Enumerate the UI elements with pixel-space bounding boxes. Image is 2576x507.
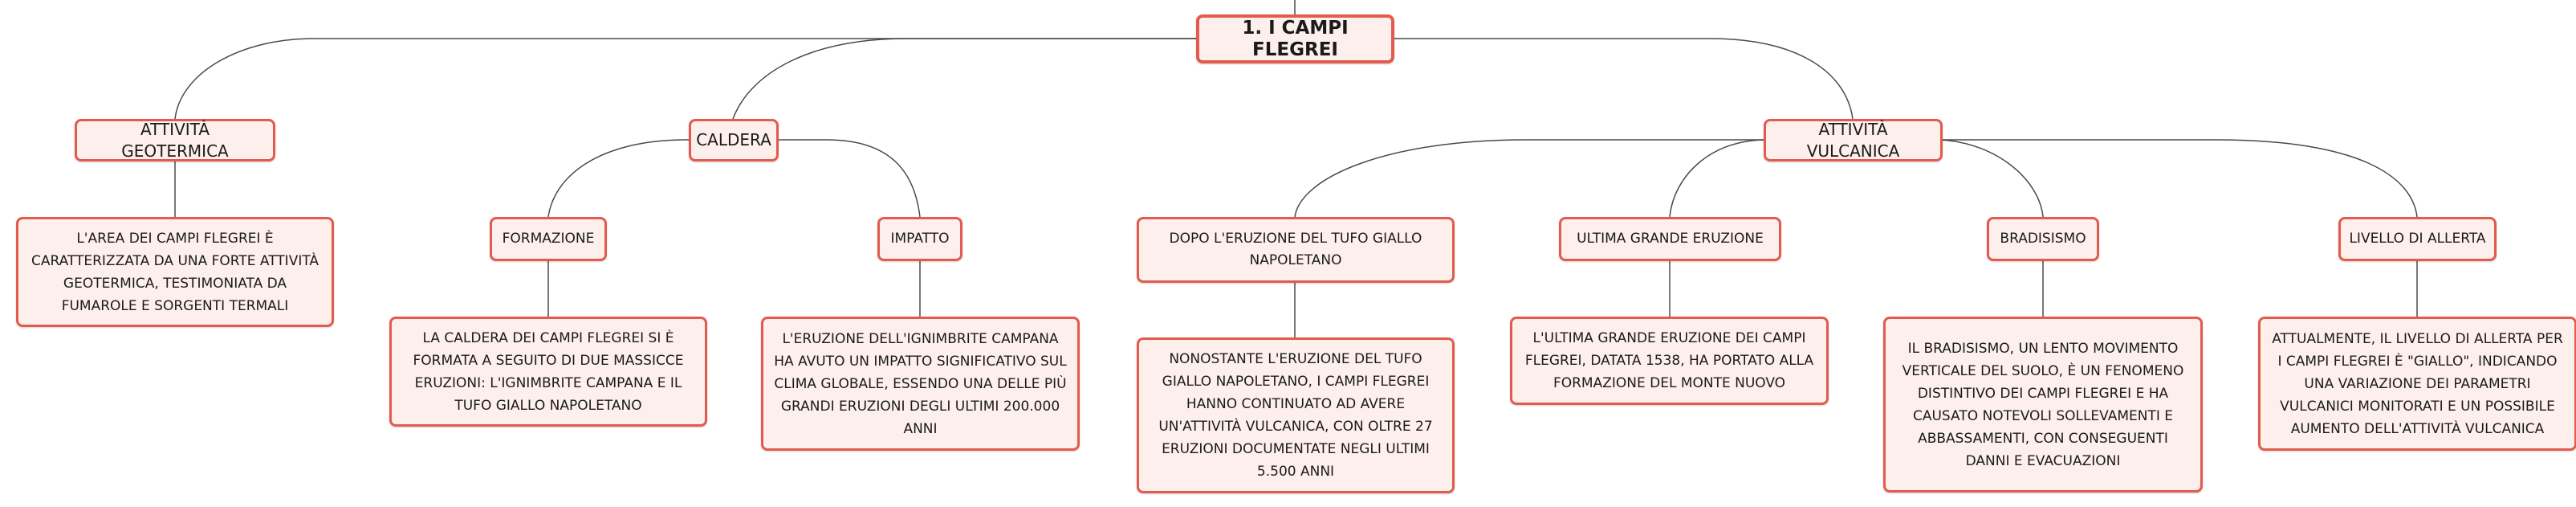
- topic-label: CALDERA: [696, 130, 771, 149]
- connector-caldera-formazione: [547, 139, 733, 218]
- topic-attivita-geotermica[interactable]: ATTIVITÀ GEOTERMICA: [75, 119, 275, 162]
- detail-bradisismo[interactable]: IL BRADISISMO, UN LENTO MOVIMENTO VERTIC…: [1883, 317, 2203, 493]
- subtopic-label: BRADISISMO: [2000, 231, 2086, 247]
- connector-caldera-impatto: [733, 139, 921, 218]
- subtopic-dopo-eruzione[interactable]: DOPO L'ERUZIONE DEL TUFO GIALLO NAPOLETA…: [1137, 217, 1455, 283]
- detail-text: L'ERUZIONE DELL'IGNIMBRITE CAMPANA HA AV…: [774, 330, 1067, 437]
- detail-text: L'ULTIMA GRANDE ERUZIONE DEI CAMPI FLEGR…: [1524, 330, 1814, 391]
- detail-impatto[interactable]: L'ERUZIONE DELL'IGNIMBRITE CAMPANA HA AV…: [761, 317, 1080, 451]
- connector-vulcanica-dopo: [1294, 139, 1853, 218]
- detail-formazione[interactable]: LA CALDERA DEI CAMPI FLEGREI SI È FORMAT…: [389, 317, 707, 427]
- topic-caldera[interactable]: CALDERA: [689, 119, 779, 162]
- topic-label: ATTIVITÀ GEOTERMICA: [121, 119, 229, 161]
- subtopic-label: LIVELLO DI ALLERTA: [2349, 231, 2486, 247]
- detail-ultima-grande-eruzione[interactable]: L'ULTIMA GRANDE ERUZIONE DEI CAMPI FLEGR…: [1510, 317, 1829, 405]
- root-node[interactable]: 1. I CAMPI FLEGREI: [1196, 14, 1394, 63]
- subtopic-formazione[interactable]: FORMAZIONE: [490, 217, 607, 261]
- topic-label: ATTIVITÀ VULCANICA: [1806, 119, 1900, 161]
- root-label: 1. I CAMPI FLEGREI: [1242, 17, 1349, 60]
- connector-vulcanica-allerta: [1853, 139, 2418, 218]
- connector-root-geotermica: [174, 38, 1196, 120]
- detail-dopo-eruzione[interactable]: NONOSTANTE L'ERUZIONE DEL TUFO GIALLO NA…: [1137, 337, 1455, 493]
- detail-text: IL BRADISISMO, UN LENTO MOVIMENTO VERTIC…: [1902, 340, 2184, 469]
- detail-text: ATTUALMENTE, IL LIVELLO DI ALLERTA PER I…: [2272, 330, 2563, 437]
- subtopic-ultima-grande-eruzione[interactable]: ULTIMA GRANDE ERUZIONE: [1559, 217, 1781, 261]
- leaf-text: L'AREA DEI CAMPI FLEGREI È CARATTERIZZAT…: [31, 230, 319, 314]
- connector-root-caldera: [732, 38, 1196, 120]
- subtopic-label: DOPO L'ERUZIONE DEL TUFO GIALLO NAPOLETA…: [1169, 231, 1422, 268]
- subtopic-impatto[interactable]: IMPATTO: [877, 217, 962, 261]
- subtopic-bradisismo[interactable]: BRADISISMO: [1987, 217, 2099, 261]
- leaf-attivita-geotermica[interactable]: L'AREA DEI CAMPI FLEGREI È CARATTERIZZAT…: [16, 217, 334, 327]
- detail-text: LA CALDERA DEI CAMPI FLEGREI SI È FORMAT…: [413, 329, 684, 414]
- subtopic-label: FORMAZIONE: [502, 231, 595, 247]
- subtopic-label: IMPATTO: [890, 231, 950, 247]
- subtopic-livello-di-allerta[interactable]: LIVELLO DI ALLERTA: [2338, 217, 2497, 261]
- connector-root-vulcanica: [1394, 38, 1854, 120]
- detail-livello-di-allerta[interactable]: ATTUALMENTE, IL LIVELLO DI ALLERTA PER I…: [2258, 317, 2576, 451]
- topic-attivita-vulcanica[interactable]: ATTIVITÀ VULCANICA: [1764, 119, 1943, 162]
- connector-vulcanica-ultima: [1669, 139, 1853, 218]
- detail-text: NONOSTANTE L'ERUZIONE DEL TUFO GIALLO NA…: [1158, 351, 1433, 480]
- subtopic-label: ULTIMA GRANDE ERUZIONE: [1577, 231, 1764, 247]
